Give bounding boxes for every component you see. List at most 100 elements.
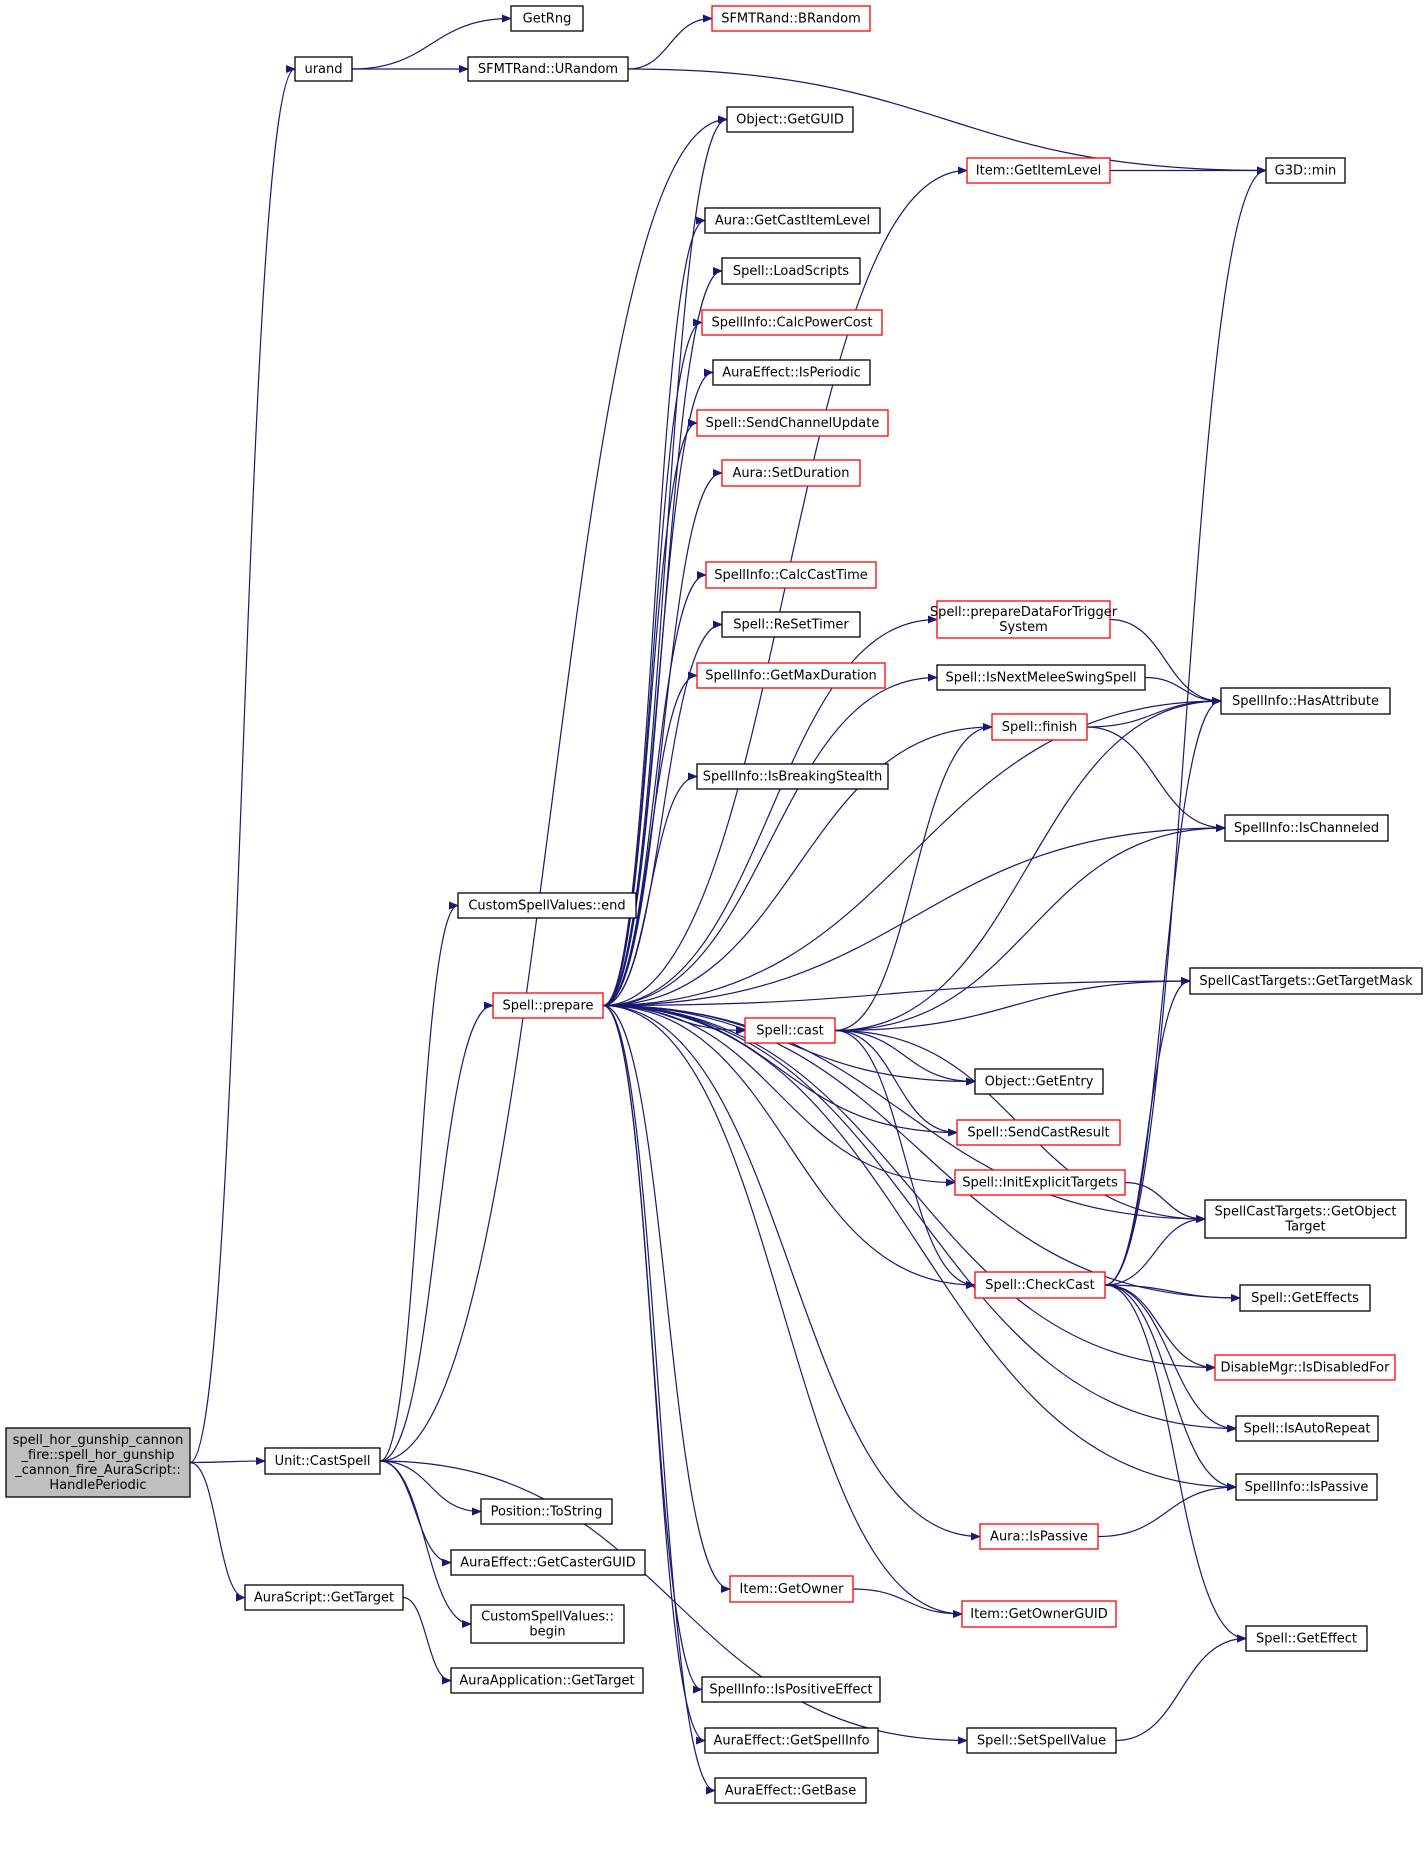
node-ae_getspellinfo[interactable]: AuraEffect::GetSpellInfo: [704, 1727, 879, 1754]
node-auraapp_gettarget[interactable]: AuraApplication::GetTarget: [450, 1667, 644, 1694]
edge-item_getowner-to-item_getownerguid: [852, 1588, 963, 1618]
edge-aura_ispassive-to-si_ispassive: [1097, 1483, 1237, 1538]
node-unit_castspell[interactable]: Unit::CastSpell: [264, 1447, 381, 1475]
node-sfmt_brandom[interactable]: SFMTRand::BRandom: [711, 5, 871, 32]
node-auras_gettarget[interactable]: AuraScript::GetTarget: [244, 1584, 404, 1611]
node-aura_setduration[interactable]: Aura::SetDuration: [721, 459, 861, 487]
node-spell_initexplicittargets[interactable]: Spell::InitExplicitTargets: [954, 1169, 1126, 1196]
node-csv_end[interactable]: CustomSpellValues::end: [457, 892, 637, 919]
node-spell_finish[interactable]: Spell::finish: [991, 713, 1088, 741]
node-label: Spell::InitExplicitTargets: [962, 1176, 1118, 1191]
node-label: SpellInfo::CalcPowerCost: [711, 316, 872, 331]
node-spell_cast[interactable]: Spell::cast: [744, 1017, 836, 1044]
node-box: [492, 992, 604, 1019]
node-box: [714, 1777, 867, 1804]
node-si_getmaxduration[interactable]: SpellInfo::GetMaxDuration: [696, 662, 886, 689]
node-spell_setspellvalue[interactable]: Spell::SetSpellValue: [966, 1727, 1117, 1754]
node-label: Target: [1284, 1220, 1325, 1235]
node-box: [726, 106, 854, 133]
node-si_calccasttime[interactable]: SpellInfo::CalcCastTime: [705, 561, 877, 589]
edge-spell_prepare-to-spell_preparedatafortrigger: [602, 615, 938, 1007]
node-label: DisableMgr::IsDisabledFor: [1221, 1361, 1391, 1376]
node-spell_isautorepeat[interactable]: Spell::IsAutoRepeat: [1235, 1415, 1379, 1442]
edge-spell_cast-to-si_ischanneled: [834, 824, 1226, 1032]
node-si_hasattribute[interactable]: SpellInfo::HasAttribute: [1220, 687, 1391, 715]
node-label: Spell::SendChannelUpdate: [706, 416, 880, 431]
node-item_getitemlevel[interactable]: Item::GetItemLevel: [966, 157, 1111, 184]
node-g3d_min[interactable]: G3D::min: [1265, 157, 1346, 184]
edge-spell_prepare-to-item_getownerguid: [602, 1004, 963, 1618]
node-disablemgr_isdisabledfor[interactable]: DisableMgr::IsDisabledFor: [1214, 1354, 1396, 1381]
node-spell_sendchannelupdate[interactable]: Spell::SendChannelUpdate: [696, 409, 889, 437]
edge-spell_prepare-to-disablemgr_isdisabledfor: [602, 1004, 1216, 1372]
node-label: Spell::finish: [1002, 720, 1078, 735]
edge-root-to-unit_castspell: [189, 1457, 266, 1466]
edge-spell_prepare-to-spell_geteffects: [602, 1004, 1241, 1302]
node-si_ispassive[interactable]: SpellInfo::IsPassive: [1235, 1473, 1378, 1501]
edge-spell_prepare-to-spell_sendchannelupdate: [602, 419, 698, 1007]
node-ae_getcasterguid[interactable]: AuraEffect::GetCasterGUID: [450, 1549, 646, 1576]
node-item_getownerguid[interactable]: Item::GetOwnerGUID: [961, 1600, 1117, 1628]
node-label: SpellCastTargets::GetTargetMask: [1199, 974, 1413, 989]
node-label: Spell::GetEffects: [1251, 1291, 1359, 1306]
edge-spell_prepare-to-spell_isnextmelee: [602, 673, 938, 1007]
node-label: Unit::CastSpell: [275, 1454, 371, 1469]
node-obj_getentry[interactable]: Object::GetEntry: [974, 1068, 1104, 1095]
node-box: [704, 207, 881, 234]
node-spell_prepare[interactable]: Spell::prepare: [492, 992, 604, 1019]
node-spell_geteffect[interactable]: Spell::GetEffect: [1245, 1625, 1368, 1652]
node-spell_sendcastresult[interactable]: Spell::SendCastResult: [956, 1119, 1121, 1146]
node-item_getowner[interactable]: Item::GetOwner: [729, 1575, 854, 1603]
node-box: [712, 359, 871, 386]
node-label: Item::GetOwner: [740, 1582, 845, 1597]
node-box: [701, 1676, 881, 1703]
node-label: CustomSpellValues::end: [468, 899, 625, 914]
node-si_ispositiveeffect[interactable]: SpellInfo::IsPositiveEffect: [701, 1676, 881, 1703]
node-box: [457, 892, 637, 919]
node-si_ischanneled[interactable]: SpellInfo::IsChanneled: [1224, 814, 1389, 842]
node-box: [1214, 1354, 1396, 1381]
edge-spell_prepare-to-si_ischanneled: [602, 824, 1226, 1007]
node-label: SpellInfo::IsPositiveEffect: [709, 1683, 872, 1698]
node-box: [966, 157, 1111, 184]
node-box: [966, 1727, 1117, 1754]
edge-spell_prepare-to-item_getowner: [602, 1004, 731, 1593]
node-aura_ispassive[interactable]: Aura::IsPassive: [979, 1523, 1099, 1550]
node-urand[interactable]: urand: [294, 56, 353, 82]
node-si_isbreakingstealth[interactable]: SpellInfo::IsBreakingStealth: [696, 763, 889, 790]
node-ae_isperiodic[interactable]: AuraEffect::IsPeriodic: [712, 359, 871, 386]
node-getrng[interactable]: GetRng: [510, 5, 584, 32]
node-box: [510, 5, 584, 32]
node-label: _fire::spell_hor_gunship: [21, 1448, 175, 1463]
edge-spell_cast-to-spell_finish: [834, 723, 993, 1032]
node-label: Spell::IsNextMeleeSwingSpell: [946, 671, 1137, 686]
node-spell_geteffects[interactable]: Spell::GetEffects: [1239, 1284, 1371, 1312]
node-box: [470, 1604, 625, 1644]
node-sct_gettargetmask[interactable]: SpellCastTargets::GetTargetMask: [1189, 967, 1423, 995]
node-csv_begin[interactable]: CustomSpellValues::begin: [470, 1604, 625, 1644]
node-aura_getcastitemlevel[interactable]: Aura::GetCastItemLevel: [704, 207, 881, 234]
edge-spell_prepare-to-aura_setduration: [602, 469, 723, 1007]
node-sfmt_urandom[interactable]: SFMTRand::URandom: [467, 56, 629, 82]
node-spell_isnextmelee[interactable]: Spell::IsNextMeleeSwingSpell: [936, 664, 1146, 691]
node-spell_loadscripts[interactable]: Spell::LoadScripts: [721, 257, 861, 285]
node-pos_tostring[interactable]: Position::ToString: [480, 1498, 613, 1525]
node-spell_resettimer[interactable]: Spell::ReSetTimer: [721, 611, 861, 638]
edge-spell_prepare-to-si_isbreakingstealth: [602, 772, 698, 1007]
node-box: [696, 409, 889, 437]
node-box: [954, 1169, 1126, 1196]
edge-spell_finish-to-si_ischanneled: [1086, 726, 1226, 832]
node-ae_getbase[interactable]: AuraEffect::GetBase: [714, 1777, 867, 1804]
edge-spell_prepare-to-ae_getbase: [602, 1004, 716, 1795]
node-label: Spell::SendCastResult: [967, 1126, 1109, 1141]
node-spell_checkcast[interactable]: Spell::CheckCast: [974, 1271, 1106, 1299]
node-root[interactable]: spell_hor_gunship_cannon_fire::spell_hor…: [5, 1427, 191, 1498]
node-obj_getguid[interactable]: Object::GetGUID: [726, 106, 854, 133]
node-label: CustomSpellValues::: [481, 1610, 614, 1625]
node-box: [1204, 1199, 1407, 1239]
node-si_calcpowercost[interactable]: SpellInfo::CalcPowerCost: [701, 309, 883, 336]
node-box: [5, 1427, 191, 1498]
